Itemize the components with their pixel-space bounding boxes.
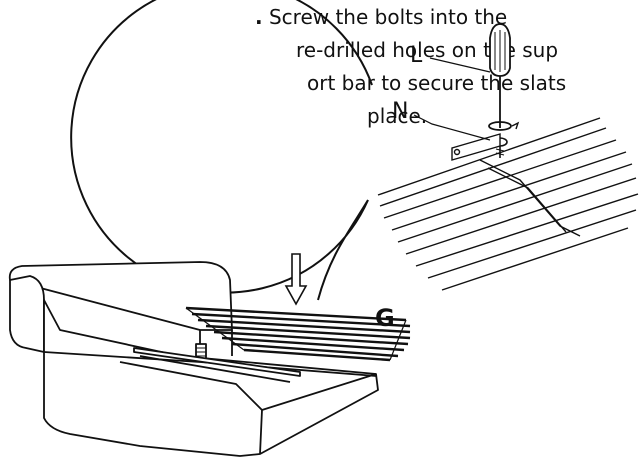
label-l: L [410,43,423,68]
instruction-line-3: ort bar to secure the slats [307,71,567,95]
magnified-slats [377,117,639,291]
leader-lines [413,57,491,141]
screwdriver [488,23,520,131]
down-arrow [284,253,308,306]
magnifier-callout [70,0,373,301]
instruction-line-1-text: Screw the bolts into the [268,5,508,29]
slat-base [185,306,411,362]
instruction-line-2: re-drilled holes on the sup [296,38,559,62]
label-n: N [392,99,408,124]
step-number: . [255,5,263,29]
bed-frame [8,261,379,457]
label-g: G [375,304,395,332]
instruction-line-1: . Screw the bolts into the [255,4,507,30]
